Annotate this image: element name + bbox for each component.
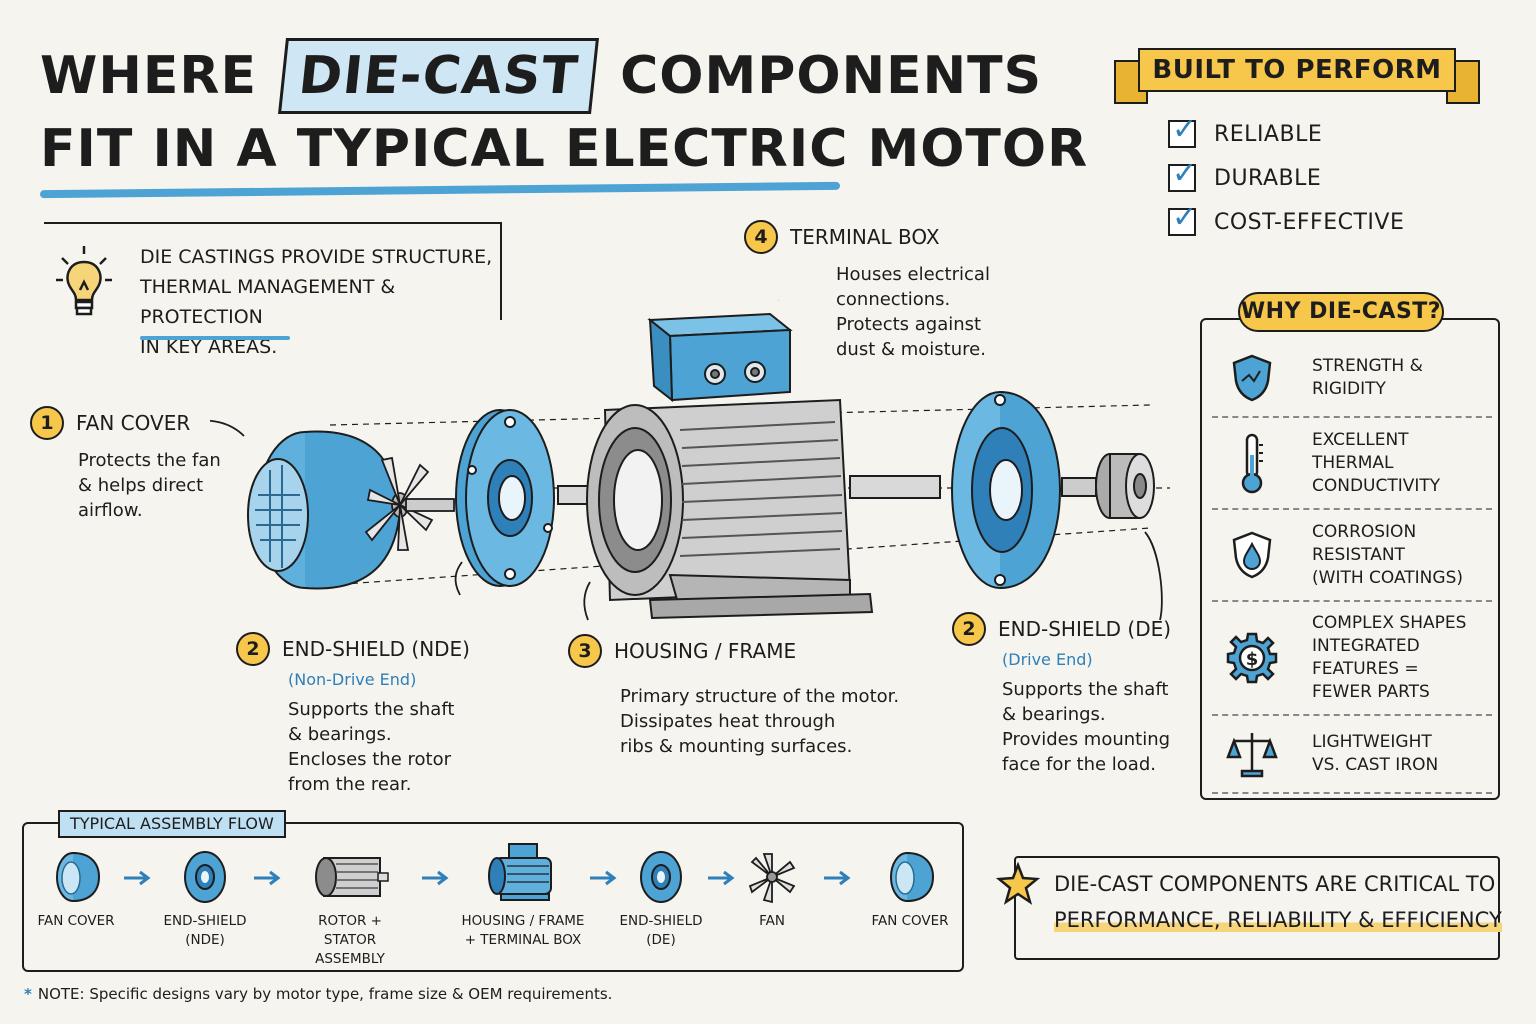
critical-line-2: Performance, Reliability & Efficiency [1054, 908, 1502, 932]
perform-item: Reliable [1168, 112, 1404, 156]
gear-dollar-icon: $ [1226, 632, 1278, 684]
why-item-lightweight: Lightweight vs. cast iron [1212, 716, 1492, 794]
fan-cover-icon [56, 852, 101, 902]
footnote-text: NOTE: Specific designs vary by motor typ… [37, 985, 613, 1003]
fan-icon [748, 853, 796, 904]
bearing-part [1061, 453, 1155, 519]
shaft-front-part [849, 475, 941, 499]
asterisk-icon: * [24, 985, 32, 1003]
perform-list: Reliable Durable Cost-Effective [1168, 112, 1404, 244]
callout-subtitle: (Non-Drive End) [288, 670, 417, 689]
flow-arrow-icon [254, 870, 281, 886]
end-shield-nde-part [455, 409, 555, 587]
why-item-strength: Strength & Rigidity [1212, 340, 1492, 418]
end-shield-icon [640, 851, 682, 903]
callout-title: Housing / Frame [614, 639, 797, 663]
critical-summary-box: Die-cast components are critical to Perf… [996, 856, 1502, 960]
arrow-fan-cover [210, 419, 245, 437]
callout-number: 2 [952, 612, 986, 646]
housing-icon [488, 843, 552, 901]
title-word-where: Where [40, 46, 257, 106]
flow-arrow-icon [824, 870, 851, 886]
end-shield-de-part [951, 391, 1062, 589]
callout-title: End-Shield (NDE) [282, 637, 470, 661]
title-word-components: Components [620, 46, 1043, 106]
flow-step-end-shield-nde: End-Shield (NDE) [160, 850, 250, 950]
why-die-cast-title: Why Die-Cast? [1238, 292, 1444, 332]
perform-banner: Built to Perform [1114, 48, 1480, 104]
intro-underline [140, 336, 290, 340]
why-item-thermal: Excellent Thermal Conductivity [1212, 418, 1492, 510]
callout-fan-cover: 1Fan Cover Protects the fan & helps dire… [30, 406, 221, 523]
perform-item: Durable [1168, 156, 1404, 200]
callout-title: Fan Cover [76, 411, 191, 435]
arrow-housing [583, 581, 591, 621]
callout-title: End-Shield (DE) [998, 617, 1172, 641]
housing-frame-part [586, 398, 874, 620]
lightbulb-icon [56, 246, 112, 316]
callout-number: 2 [236, 632, 270, 666]
assembly-flow-panel [22, 822, 964, 972]
assembly-flow-title: Typical Assembly Flow [58, 810, 286, 838]
callout-terminal-box: 4Terminal Box Houses electrical connecti… [744, 220, 990, 362]
callout-housing: 3Housing / Frame Primary structure of th… [568, 634, 899, 759]
intro-line-1: Die castings provide structure, [140, 246, 493, 268]
callout-subtitle: (Drive End) [1002, 650, 1093, 669]
intro-line-2: thermal management & protection [140, 276, 396, 328]
title-line-2: Fit in a Typical Electric Motor [40, 119, 1089, 179]
flow-step-fan-cover-final: Fan Cover [868, 850, 952, 931]
flow-step-fan-cover: Fan Cover [34, 850, 118, 931]
callout-number: 4 [744, 220, 778, 254]
intro-box: Die castings provide structure, thermal … [44, 222, 502, 358]
flow-arrow-icon [590, 870, 617, 886]
page-title: Where Die-Cast Components Fit in a Typic… [40, 38, 1089, 184]
perform-item: Cost-Effective [1168, 200, 1404, 244]
why-item-corrosion: Corrosion Resistant (with coatings) [1212, 510, 1492, 602]
callout-end-shield-de: 2End-Shield (DE) (Drive End) Supports th… [952, 612, 1171, 777]
flow-arrow-icon [124, 870, 151, 886]
footnote: * NOTE: Specific designs vary by motor ty… [24, 985, 612, 1003]
flow-step-fan: Fan [740, 850, 804, 931]
rotor-stator-icon [315, 857, 389, 897]
star-icon [996, 862, 1040, 905]
title-highlight: Die-Cast [278, 38, 600, 114]
arrow-nde [454, 561, 463, 596]
fan-cover-icon [890, 852, 935, 902]
shield-icon [1232, 354, 1272, 402]
title-underline [39, 181, 841, 199]
flow-step-end-shield-de: End-Shield (DE) [616, 850, 706, 950]
flow-arrow-icon [708, 870, 735, 886]
checkbox-icon [1168, 156, 1197, 192]
callout-title: Terminal Box [790, 225, 940, 249]
checkbox-icon [1168, 200, 1197, 236]
svg-text:$: $ [1246, 649, 1259, 670]
checkbox-icon [1168, 112, 1197, 148]
fan-part [364, 456, 455, 551]
scale-icon [1226, 733, 1278, 778]
motor-exploded-diagram [210, 300, 1170, 621]
callout-number: 1 [30, 406, 64, 440]
flow-step-rotor-stator: Rotor + Stator Assembly [290, 850, 410, 969]
intro-line-3: in key areas. [140, 336, 278, 358]
droplet-shield-icon [1232, 531, 1272, 579]
arrow-de [1144, 531, 1163, 621]
terminal-box-part [647, 312, 793, 403]
callout-end-shield-nde: 2End-Shield (NDE) (Non-Drive End) Suppor… [236, 632, 470, 797]
why-item-complex-shapes: $ Complex shapes Integrated features = f… [1212, 602, 1492, 716]
fan-cover-part [247, 430, 402, 590]
flow-step-housing: Housing / Frame + Terminal Box [458, 842, 588, 950]
critical-line-1: Die-cast components are critical to [1054, 872, 1496, 896]
thermometer-icon [1241, 433, 1263, 494]
flow-arrow-icon [422, 870, 449, 886]
callout-number: 3 [568, 634, 602, 668]
end-shield-icon [184, 851, 226, 903]
